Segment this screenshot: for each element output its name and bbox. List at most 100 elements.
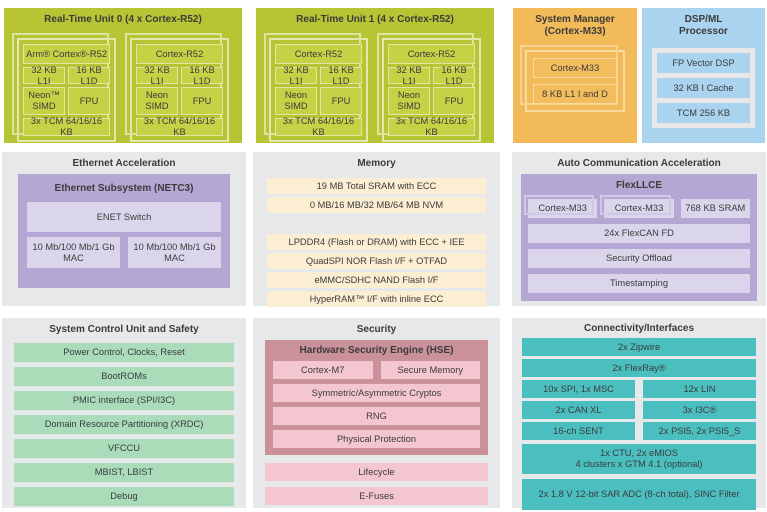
hse-title: Hardware Security Engine (HSE) <box>299 345 454 356</box>
sram-cell: 768 KB SRAM <box>680 199 750 218</box>
tcm-cell: 3x TCM 64/16/16 KB <box>388 116 475 137</box>
security-title: Security <box>356 324 397 335</box>
connectivity-title: Connectivity/Interfaces <box>583 323 695 334</box>
timer-row: 1x CTU, 2x eMIOS 4 clusters x GTM 4.1 (o… <box>522 444 756 474</box>
simd-cell: Neon SIMD <box>275 87 317 115</box>
timestamping-row: Timestamping <box>528 274 750 293</box>
realtime-unit-0-block: Real-Time Unit 0 (4 x Cortex-R52) Arm® C… <box>4 8 242 143</box>
system-manager-block: System Manager (Cortex-M33) Cortex-M33 8… <box>513 8 637 143</box>
tcm-cell: 3x TCM 64/16/16 KB <box>275 116 362 137</box>
system-manager-title: System Manager (Cortex-M33) <box>513 8 637 38</box>
l1d-cache-cell: 16 KB L1D <box>68 65 110 86</box>
fpu-cell: FPU <box>433 87 475 115</box>
m7-core-cell: Cortex-M7 <box>273 361 373 379</box>
secure-memory-cell: Secure Memory <box>380 361 480 379</box>
memory-section: Memory 19 MB Total SRAM with ECC 0 MB/16… <box>253 152 500 307</box>
connectivity-grid: 10x SPI, 1x MSC 12x LIN 2x CAN XL 3x I3C… <box>522 380 756 440</box>
auto-comm-title: Auto Communication Acceleration <box>557 158 721 169</box>
debug-row: Debug <box>14 487 234 506</box>
dsp-ml-title-line1: DSP/ML <box>684 14 723 25</box>
mac-grid: 10 Mb/100 Mb/1 Gb MAC 10 Mb/100 Mb/1 Gb … <box>27 237 221 268</box>
m33-core-cell: Cortex-M33 <box>600 195 674 218</box>
l1-cache-cell: 8 KB L1 I and D <box>533 84 617 104</box>
auto-comm-acceleration-section: Auto Communication Acceleration FlexLLCE… <box>512 152 766 306</box>
system-manager-card: Cortex-M33 8 KB L1 I and D <box>520 45 625 112</box>
lifecycle-row: Lifecycle <box>265 463 488 481</box>
core-card: Cortex-R52 32 KB L1I 16 KB L1D Neon SIMD… <box>264 33 368 142</box>
timer-row-line2: 4 clusters x GTM 4.1 (optional) <box>575 459 703 469</box>
dsp-ml-block: DSP/ML Processor FP Vector DSP 32 KB I C… <box>642 8 765 143</box>
tcm-cell: TCM 256 KB <box>657 103 750 123</box>
fp-vector-dsp-cell: FP Vector DSP <box>657 53 750 73</box>
realtime-unit-1-title: Real-Time Unit 1 (4 x Cortex-R52) <box>296 14 454 25</box>
fpu-cell: FPU <box>181 87 223 115</box>
pmic-interface-row: PMIC interface (SPI/I3C) <box>14 391 234 410</box>
spi-msc-cell: 10x SPI, 1x MSC <box>522 380 635 398</box>
m33-core-cell: Cortex-M33 <box>523 195 598 218</box>
psi5-cell: 2x PSI5, 2x PSI5_S <box>643 422 756 440</box>
rng-row: RNG <box>273 407 480 425</box>
connectivity-rows: 2x Zipwire 2x FlexRay® 10x SPI, 1x MSC 1… <box>522 338 756 510</box>
lin-cell: 12x LIN <box>643 380 756 398</box>
mac-cell: 10 Mb/100 Mb/1 Gb MAC <box>128 237 221 268</box>
fpu-cell: FPU <box>68 87 110 115</box>
flexray-row: 2x FlexRay® <box>522 359 756 377</box>
security-section: Security Hardware Security Engine (HSE) … <box>253 318 500 508</box>
hyperram-row: HyperRAM™ I/F with inline ECC <box>267 291 486 307</box>
tcm-cell: 3x TCM 64/16/16 KB <box>136 116 223 137</box>
flexllce-panel: FlexLLCE Cortex-M33 Cortex-M33 768 KB SR… <box>521 174 757 301</box>
ethernet-acceleration-title: Ethernet Acceleration <box>72 158 176 169</box>
system-manager-title-line2: (Cortex-M33) <box>544 26 606 37</box>
ethernet-subsystem-panel: Ethernet Subsystem (NETC3) ENET Switch 1… <box>18 174 230 288</box>
core-name: Cortex-R52 <box>136 44 223 64</box>
i3c-cell: 3x I3C® <box>643 401 756 419</box>
core-name: Cortex-R52 <box>275 44 362 64</box>
timer-row-line1: 1x CTU, 2x eMIOS <box>599 448 678 459</box>
physical-protection-row: Physical Protection <box>273 430 480 448</box>
tcm-cell: 3x TCM 64/16/16 KB <box>23 116 110 137</box>
icache-cell: 32 KB I Cache <box>657 78 750 98</box>
ethernet-subsystem-title: Ethernet Subsystem (NETC3) <box>54 183 194 194</box>
simd-cell: Neon™ SIMD <box>23 87 65 115</box>
sent-cell: 16-ch SENT <box>522 422 635 440</box>
memory-rows: 19 MB Total SRAM with ECC 0 MB/16 MB/32 … <box>267 178 486 307</box>
sram-row: 19 MB Total SRAM with ECC <box>267 178 486 194</box>
mac-cell: 10 Mb/100 Mb/1 Gb MAC <box>27 237 120 268</box>
core-card: Arm® Cortex®-R52 32 KB L1I 16 KB L1D Neo… <box>12 33 116 142</box>
scu-rows: Power Control, Clocks, Reset BootROMs PM… <box>14 343 234 506</box>
security-offload-row: Security Offload <box>528 249 750 268</box>
emmc-row: eMMC/SDHC NAND Flash I/F <box>267 272 486 288</box>
rtu1-cores: Cortex-R52 32 KB L1I 16 KB L1D Neon SIMD… <box>256 33 494 142</box>
l1i-cache-cell: 32 KB L1I <box>136 65 178 86</box>
dsp-ml-card: FP Vector DSP 32 KB I Cache TCM 256 KB <box>652 48 755 128</box>
core-card: Cortex-R52 32 KB L1I 16 KB L1D Neon SIMD… <box>125 33 229 142</box>
zipwire-row: 2x Zipwire <box>522 338 756 356</box>
l1d-cache-cell: 16 KB L1D <box>320 65 362 86</box>
core-name: Arm® Cortex®-R52 <box>23 44 110 64</box>
canxl-cell: 2x CAN XL <box>522 401 635 419</box>
rtu0-cores: Arm® Cortex®-R52 32 KB L1I 16 KB L1D Neo… <box>4 33 242 142</box>
flexcan-row: 24x FlexCAN FD <box>528 224 750 243</box>
flexllce-title: FlexLLCE <box>615 180 663 191</box>
m33-core-cell: Cortex-M33 <box>533 58 617 78</box>
vfccu-row: VFCCU <box>14 439 234 458</box>
dsp-ml-title: DSP/ML Processor <box>642 8 765 38</box>
simd-cell: Neon SIMD <box>136 87 178 115</box>
dsp-ml-title-line2: Processor <box>679 26 728 37</box>
l1d-cache-cell: 16 KB L1D <box>181 65 223 86</box>
enet-switch-cell: ENET Switch <box>27 202 221 232</box>
l1i-cache-cell: 32 KB L1I <box>275 65 317 86</box>
hse-top-row: Cortex-M7 Secure Memory <box>273 361 480 379</box>
mbist-lbist-row: MBIST, LBIST <box>14 463 234 482</box>
core-card: Cortex-R52 32 KB L1I 16 KB L1D Neon SIMD… <box>377 33 481 142</box>
quadspi-row: QuadSPI NOR Flash I/F + OTFAD <box>267 253 486 269</box>
l1d-cache-cell: 16 KB L1D <box>433 65 475 86</box>
system-manager-title-line1: System Manager <box>535 14 615 25</box>
ethernet-acceleration-section: Ethernet Acceleration Ethernet Subsystem… <box>2 152 246 306</box>
realtime-unit-1-block: Real-Time Unit 1 (4 x Cortex-R52) Cortex… <box>256 8 494 143</box>
power-control-row: Power Control, Clocks, Reset <box>14 343 234 362</box>
xrdc-row: Domain Resource Partitioning (XRDC) <box>14 415 234 434</box>
system-control-safety-section: System Control Unit and Safety Power Con… <box>2 318 246 508</box>
cryptos-row: Symmetric/Asymmetric Cryptos <box>273 384 480 402</box>
